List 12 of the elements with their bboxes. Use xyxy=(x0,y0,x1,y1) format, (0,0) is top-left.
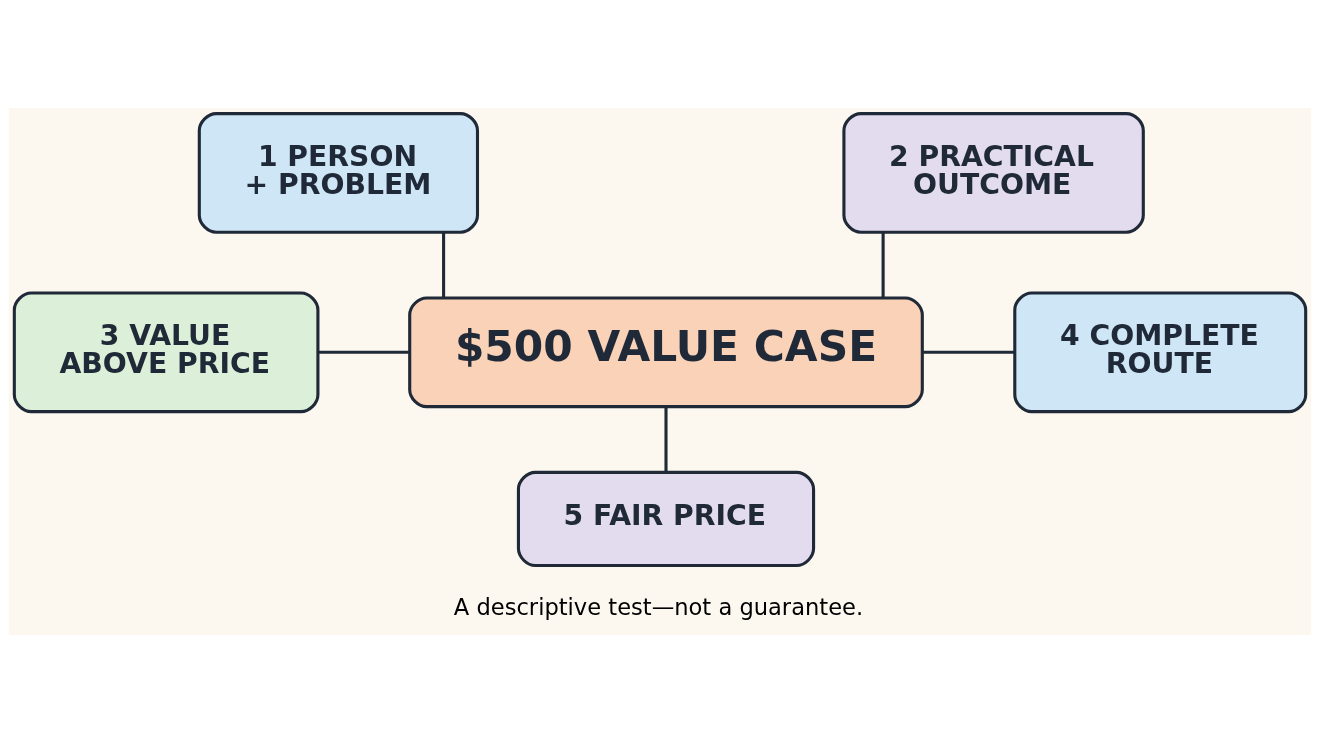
connector xyxy=(442,232,446,298)
connector xyxy=(664,406,668,473)
connector xyxy=(922,350,1015,354)
connector xyxy=(318,350,410,354)
node-box: 4 COMPLETE ROUTE xyxy=(1013,291,1308,414)
caption: A descriptive test—not a guarantee. xyxy=(453,593,864,620)
node-box: 3 VALUE ABOVE PRICE xyxy=(12,291,320,414)
node-box: $500 VALUE CASE xyxy=(408,296,924,409)
node-box: 5 FAIR PRICE xyxy=(516,470,816,568)
connector xyxy=(881,232,885,298)
node-box: 1 PERSON + PROBLEM xyxy=(197,112,480,234)
node-box: 2 PRACTICAL OUTCOME xyxy=(842,112,1145,234)
